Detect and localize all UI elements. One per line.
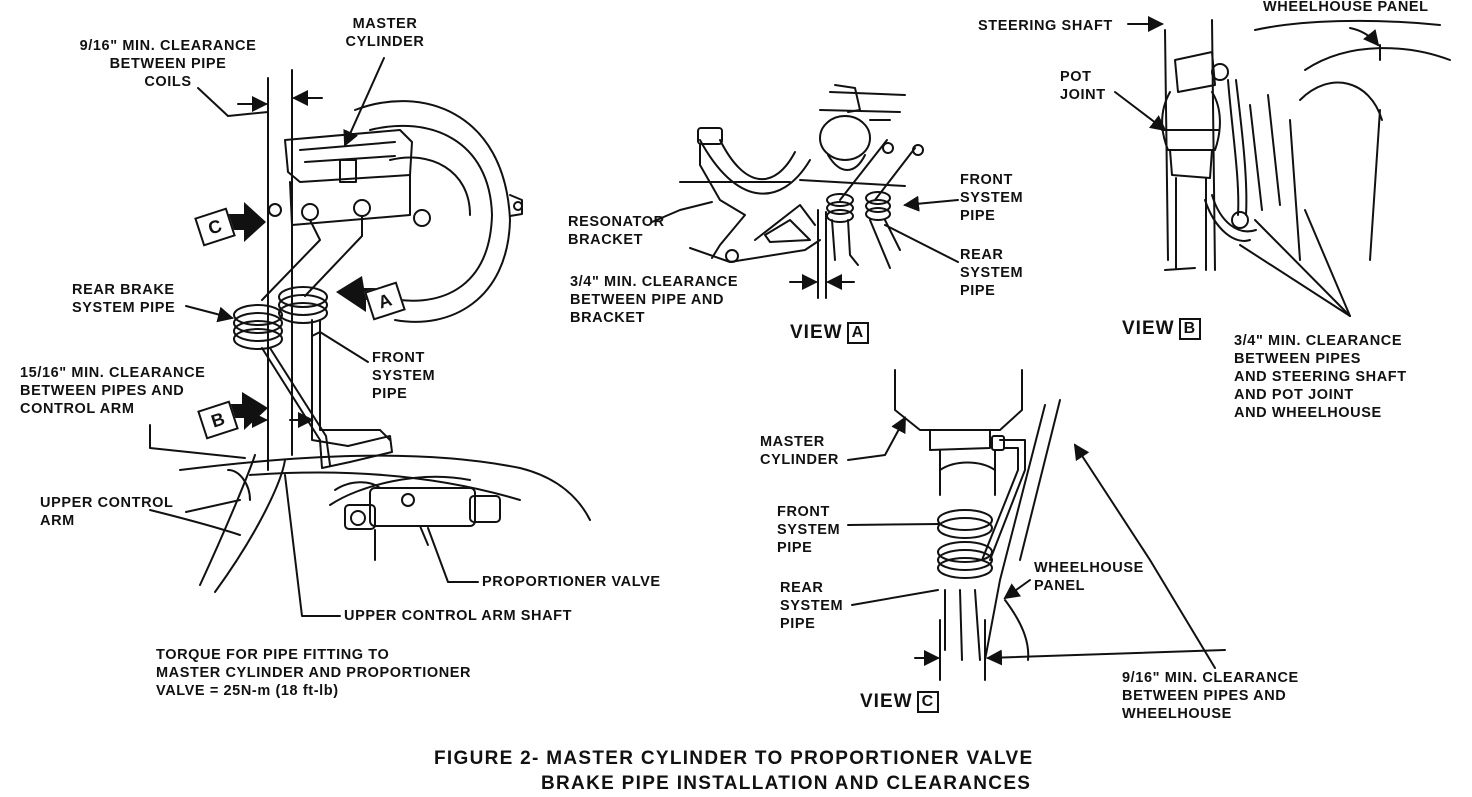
- proportioner-valve-body: [334, 481, 501, 561]
- label-proportioner-valve: PROPORTIONER VALVE: [482, 574, 661, 590]
- label-steering-shaft: STEERING SHAFT: [978, 18, 1113, 34]
- label-resonator-bracket: RESONATOR BRACKET: [568, 214, 665, 248]
- view-a-artwork: [651, 84, 959, 299]
- view-c-letter: C: [916, 691, 940, 713]
- label-clearance-3-4-steering: 3/4" MIN. CLEARANCE BETWEEN PIPES AND ST…: [1234, 333, 1407, 421]
- view-a-title: VIEW A: [790, 322, 870, 344]
- brake-booster: [354, 100, 523, 323]
- label-clearance-9-16-wheelhouse: 9/16" MIN. CLEARANCE BETWEEN PIPES AND W…: [1122, 670, 1299, 722]
- label-torque-note: TORQUE FOR PIPE FITTING TO MASTER CYLIND…: [156, 647, 472, 699]
- view-b-artwork: [1114, 16, 1451, 317]
- master-cylinder-body: [268, 129, 431, 227]
- label-pot-joint: POT JOINT: [1060, 69, 1106, 103]
- arrow-b: [226, 392, 268, 430]
- label-master-cylinder-c: MASTER CYLINDER: [760, 434, 839, 468]
- arrow-c: [228, 202, 266, 242]
- view-a-word: VIEW: [790, 322, 843, 343]
- main-view-artwork: [149, 57, 591, 617]
- label-front-system-pipe-main: FRONT SYSTEM PIPE: [372, 350, 436, 402]
- label-upper-control-arm-shaft: UPPER CONTROL ARM SHAFT: [344, 608, 573, 624]
- label-rear-brake-system-pipe: REAR BRAKE SYSTEM PIPE: [72, 282, 176, 316]
- label-wheelhouse-panel-c: WHEELHOUSE PANEL: [1034, 560, 1144, 594]
- label-clearance-3-4-bracket: 3/4" MIN. CLEARANCE BETWEEN PIPE AND BRA…: [570, 274, 739, 326]
- view-a-letter: A: [846, 322, 870, 344]
- label-front-system-pipe-c: FRONT SYSTEM PIPE: [777, 504, 841, 556]
- label-rear-system-pipe-c: REAR SYSTEM PIPE: [780, 580, 844, 632]
- label-clearance-15-16: 15/16" MIN. CLEARANCE BETWEEN PIPES AND …: [20, 365, 206, 417]
- view-c-word: VIEW: [860, 691, 913, 712]
- label-rear-system-pipe-a: REAR SYSTEM PIPE: [960, 247, 1024, 299]
- view-b-title: VIEW B: [1122, 318, 1202, 340]
- brake-pipes-main: [233, 215, 393, 469]
- view-c-title: VIEW C: [860, 691, 940, 713]
- view-b-letter: B: [1178, 318, 1202, 340]
- figure-caption-line-1: FIGURE 2- MASTER CYLINDER TO PROPORTIONE…: [434, 748, 1034, 769]
- label-clearance-9-16-pipe-coils: 9/16" MIN. CLEARANCE BETWEEN PIPE COILS: [79, 38, 257, 90]
- figure-caption-line-2: BRAKE PIPE INSTALLATION AND CLEARANCES: [541, 773, 1032, 794]
- label-wheelhouse-panel-top: WHEELHOUSE PANEL: [1263, 0, 1429, 15]
- view-b-word: VIEW: [1122, 318, 1175, 339]
- label-upper-control-arm: UPPER CONTROL ARM: [40, 495, 174, 529]
- arrow-a: [336, 276, 382, 312]
- view-c-artwork: [847, 369, 1226, 681]
- label-front-system-pipe-a: FRONT SYSTEM PIPE: [960, 172, 1024, 224]
- label-master-cylinder: MASTER CYLINDER: [345, 16, 425, 50]
